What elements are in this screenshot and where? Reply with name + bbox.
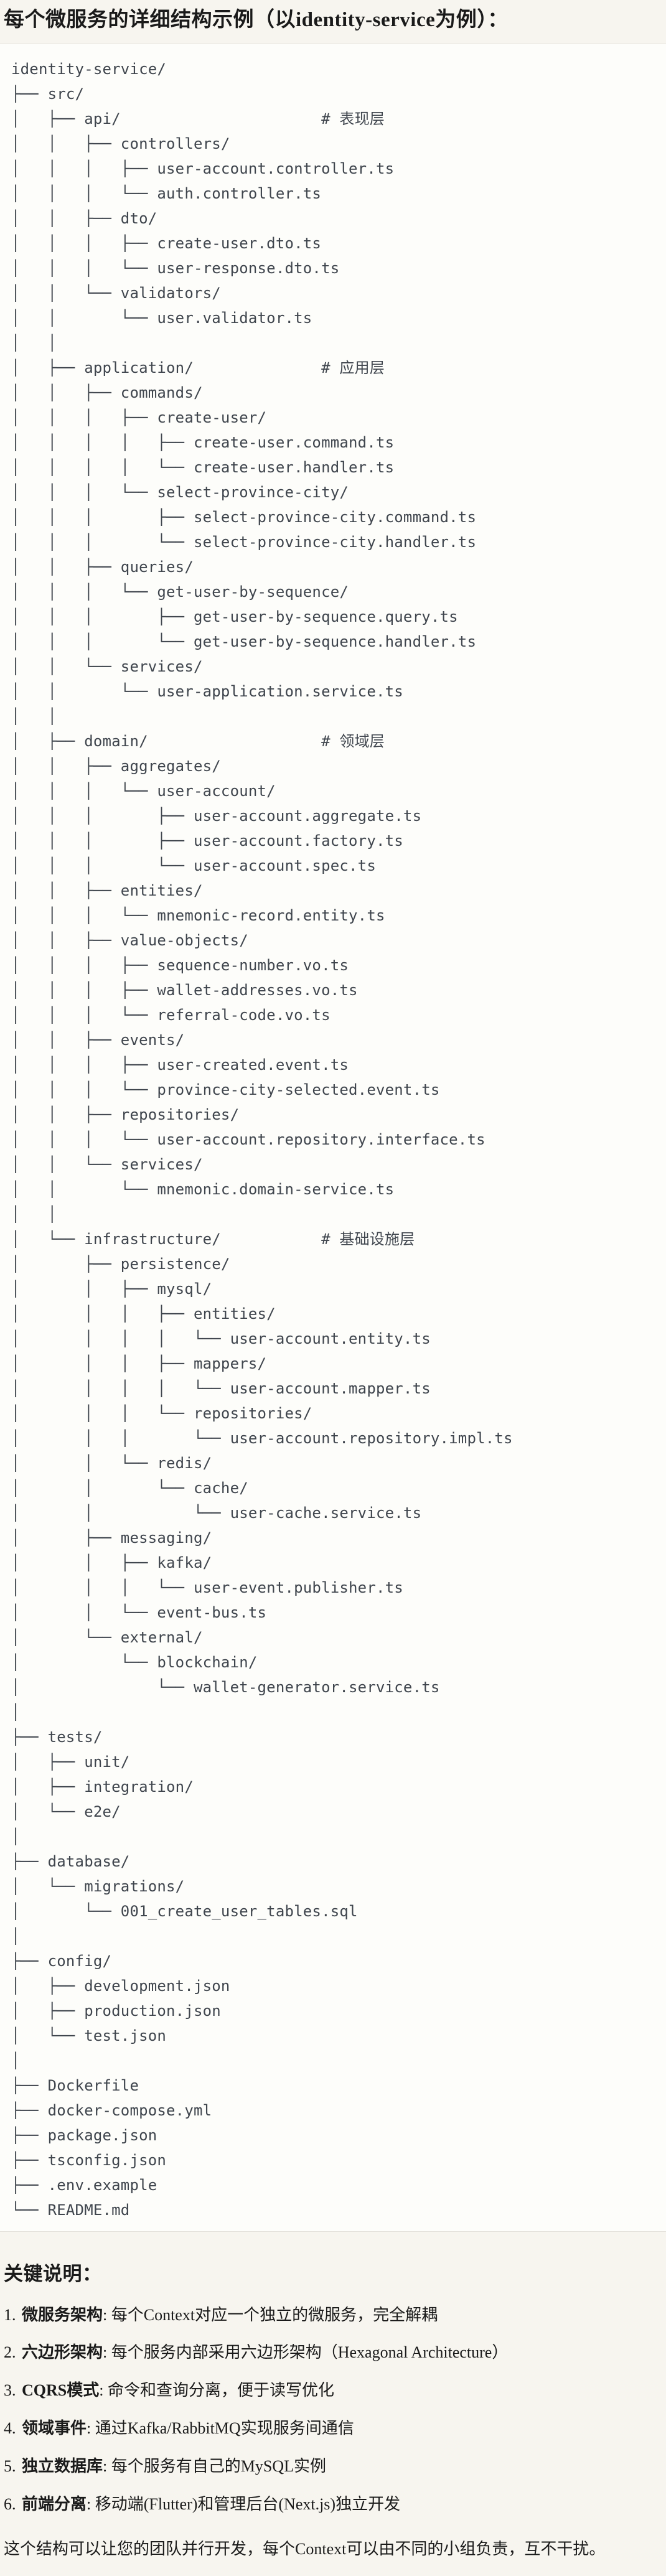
note-term: 微服务架构 (22, 2305, 103, 2324)
note-item-microservice: 1. 微服务架构: 每个Context对应一个独立的微服务，完全解耦 (4, 2305, 660, 2326)
note-desc: : 每个服务内部采用六边形架构（Hexagonal Architecture） (103, 2343, 509, 2362)
closing-paragraph: 这个结构可以让您的团队并行开发，每个Context可以由不同的小组负责，互不干扰… (4, 2540, 606, 2559)
note-item-frontend: 6. 前端分离: 移动端(Flutter)和管理后台(Next.js)独立开发 (4, 2494, 660, 2515)
key-notes-section: 关键说明： 1. 微服务架构: 每个Context对应一个独立的微服务，完全解耦… (0, 2258, 666, 2576)
note-number: 5. (4, 2457, 20, 2475)
note-desc: : 通过Kafka/RabbitMQ实现服务间通信 (87, 2419, 354, 2437)
note-desc: : 命令和查询分离，便于读写优化 (99, 2381, 334, 2400)
note-term: 前端分离 (22, 2494, 87, 2513)
note-number: 3. (4, 2381, 20, 2400)
note-item-domain-events: 4. 领域事件: 通过Kafka/RabbitMQ实现服务间通信 (4, 2418, 660, 2439)
note-term: 独立数据库 (22, 2457, 103, 2475)
note-term: 领域事件 (22, 2419, 87, 2437)
note-desc: : 每个Context对应一个独立的微服务，完全解耦 (103, 2305, 438, 2324)
note-number: 4. (4, 2419, 20, 2437)
note-desc: : 移动端(Flutter)和管理后台(Next.js)独立开发 (87, 2494, 401, 2513)
note-item-cqrs: 3. CQRS模式: 命令和查询分离，便于读写优化 (4, 2380, 660, 2401)
file-tree: identity-service/ ├── src/ │ ├── api/ # … (11, 60, 513, 2219)
page-title: 每个微服务的详细结构示例（以identity-service为例）： (4, 9, 509, 31)
note-term: CQRS模式 (22, 2381, 100, 2400)
file-tree-code-block: identity-service/ ├── src/ │ ├── api/ # … (0, 43, 666, 2232)
key-notes-heading: 关键说明： (4, 2262, 102, 2285)
note-number: 2. (4, 2343, 20, 2362)
note-number: 6. (4, 2494, 20, 2513)
note-term: 六边形架构 (22, 2343, 103, 2362)
note-desc: : 每个服务有自己的MySQL实例 (103, 2457, 326, 2475)
note-number: 1. (4, 2305, 20, 2324)
note-item-database: 5. 独立数据库: 每个服务有自己的MySQL实例 (4, 2456, 660, 2477)
note-item-hexagonal: 2. 六边形架构: 每个服务内部采用六边形架构（Hexagonal Archit… (4, 2342, 660, 2363)
